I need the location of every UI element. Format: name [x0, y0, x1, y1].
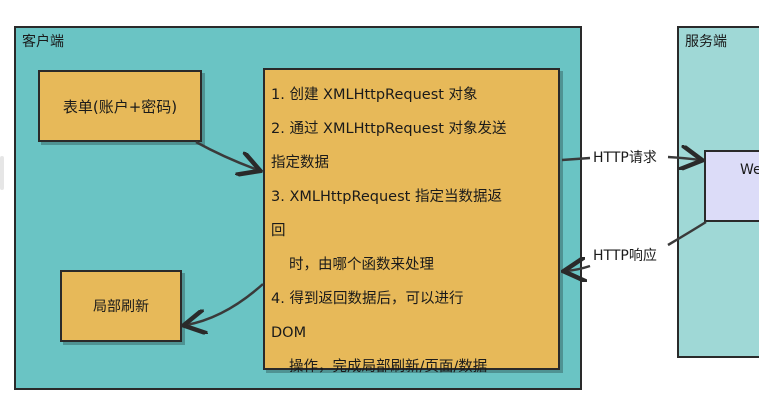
partial-refresh-box: 局部刷新	[60, 270, 182, 342]
web-server-label: We	[740, 162, 759, 178]
partial-refresh-label: 局部刷新	[93, 299, 149, 315]
step-line: 时，由哪个函数来处理	[289, 257, 434, 273]
step-line: 指定数据	[271, 155, 329, 171]
http-request-label: HTTP请求	[591, 147, 659, 167]
arrow-response	[566, 266, 591, 271]
arrow-request-end	[667, 157, 700, 160]
form-box-label: 表单(账户+密码)	[62, 97, 178, 116]
arrow-response-start	[667, 220, 707, 247]
step-line: 回	[271, 223, 286, 239]
steps-box: 1. 创建 XMLHttpRequest 对象 2. 通过 XMLHttpReq…	[263, 68, 560, 375]
server-title: 服务端	[685, 34, 727, 50]
arrow-form-to-steps	[195, 140, 258, 170]
step-line: DOM	[271, 325, 307, 341]
step-line: 3. XMLHttpRequest 指定当数据返	[271, 189, 502, 205]
arrow-steps-to-refresh	[186, 283, 264, 325]
step-line: 1. 创建 XMLHttpRequest 对象	[271, 87, 478, 103]
client-title: 客户端	[22, 34, 64, 50]
arrow-request	[561, 156, 591, 162]
step-line: 操作，完成局部刷新/页面/数据	[289, 359, 488, 375]
http-response-label: HTTP响应	[591, 245, 659, 265]
step-line: 4. 得到返回数据后，可以进行	[271, 291, 464, 307]
step-line: 2. 通过 XMLHttpRequest 对象发送	[271, 121, 507, 137]
web-server-box: We I	[704, 150, 759, 222]
form-box: 表单(账户+密码)	[38, 70, 202, 142]
scrollbar-handle[interactable]	[0, 156, 4, 190]
